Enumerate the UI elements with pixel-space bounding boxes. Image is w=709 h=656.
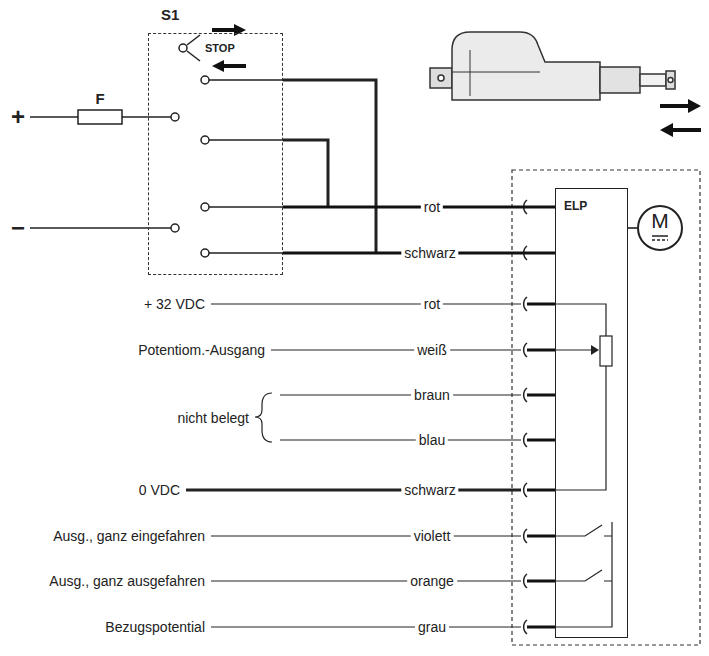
switch-wire: [283, 80, 376, 253]
signal-wire: [186, 489, 521, 492]
terminal-stub: [527, 304, 555, 627]
direction-arrow: [234, 24, 246, 36]
switch-symbol: [187, 35, 200, 45]
actuator-illustration: [640, 74, 666, 86]
terminal-symbol: [524, 343, 527, 357]
switch-symbol: [201, 249, 209, 257]
motor-outline: [638, 206, 682, 250]
potentiometer-symbol: [555, 304, 606, 490]
wire: [283, 206, 555, 209]
signal-wire: [211, 580, 521, 581]
wire-color: rot: [421, 296, 443, 312]
wire-color: weiß: [414, 342, 450, 358]
signal-wire: [271, 349, 521, 350]
terminal-symbol: [524, 200, 527, 634]
actuator-illustration: [430, 32, 675, 100]
switch-symbol: [171, 35, 209, 257]
fuse-label: F: [95, 90, 104, 107]
switch-box: S1: [148, 33, 283, 275]
motor-symbol: M: [637, 210, 683, 231]
signal-wire: [280, 394, 521, 395]
signal-name: Ausg., ganz ausgefahren: [49, 573, 205, 589]
housing-outline: [512, 170, 700, 645]
switch-wire: [209, 80, 376, 253]
supply-sign: +: [11, 103, 25, 131]
supply-wire: [30, 116, 78, 118]
motion-arrow: [688, 99, 701, 113]
terminal-stub: [527, 304, 555, 627]
terminal-symbol: [524, 483, 527, 497]
actuator-illustration: [666, 71, 675, 89]
direction-arrow: [222, 64, 246, 68]
limit-switch-symbol: [555, 522, 612, 627]
dc-mark: [652, 235, 668, 237]
fuse-symbol: [78, 110, 122, 124]
direction-arrow: [212, 60, 224, 72]
supply-wire: [122, 116, 171, 118]
potentiometer-symbol: [591, 345, 599, 355]
switch-position: STOP: [205, 42, 235, 55]
signal-wire: [211, 303, 521, 304]
signal-wire: [280, 439, 521, 440]
supply-sign: −: [11, 214, 25, 242]
terminal-symbol: [524, 529, 527, 543]
terminal-symbol: [524, 433, 527, 447]
wire-color: orange: [407, 573, 457, 589]
limit-switch-symbol: [555, 570, 612, 581]
supply-wire: [30, 227, 171, 229]
switch-symbol: [201, 203, 209, 211]
actuator-illustration: [668, 78, 673, 83]
signal-name: Potentiom.-Ausgang: [138, 342, 265, 358]
terminal-symbol: [524, 388, 527, 402]
limit-switch-symbol: [555, 522, 612, 627]
switch-symbol: [171, 113, 179, 121]
motion-arrow: [660, 123, 673, 137]
direction-arrow: [212, 28, 236, 32]
switch-symbol: [171, 224, 179, 232]
actuator-illustration: [430, 68, 452, 88]
actuator-illustration: [452, 50, 540, 96]
dc-mark: [652, 239, 668, 241]
potentiometer-symbol: [600, 336, 612, 366]
switch-wire: [209, 80, 283, 253]
supply-wire: [30, 117, 171, 228]
signal-name: Bezugspotential: [105, 619, 205, 635]
wire-color: blau: [416, 432, 448, 448]
signal-wire: [211, 535, 521, 536]
wire-color: rot: [421, 199, 443, 215]
motion-arrow: [672, 128, 701, 132]
signal-name: Ausg., ganz eingefahren: [53, 528, 205, 544]
brace: [255, 393, 272, 442]
motion-arrow: [660, 99, 701, 137]
wire-color: violett: [411, 528, 454, 544]
actuator-illustration: [452, 32, 600, 100]
terminal-symbol: [524, 620, 527, 634]
switch-symbol: [201, 136, 209, 144]
terminal-symbol: [524, 574, 527, 588]
wire-color: braun: [411, 387, 453, 403]
motor-circle: M: [637, 205, 683, 251]
switch-symbol: [187, 51, 200, 61]
switch-symbol: [201, 76, 209, 84]
wire-color: schwarz: [401, 482, 458, 498]
actuator-illustration: [438, 75, 444, 81]
motion-arrow: [660, 104, 690, 108]
switch-name: S1: [161, 6, 179, 23]
actuator-illustration: [600, 67, 640, 93]
wire: [628, 227, 637, 229]
limit-switch-symbol: [555, 525, 612, 536]
wire-color: grau: [415, 619, 449, 635]
wire-color: schwarz: [401, 245, 458, 261]
terminal-symbol: [524, 297, 527, 311]
electronics-box: ELP: [555, 188, 628, 638]
signal-wire: [211, 626, 521, 627]
block-name: ELP: [564, 199, 587, 213]
potentiometer-symbol: [555, 304, 612, 490]
switch-symbol: [179, 44, 187, 52]
signal-name: + 32 VDC: [144, 296, 205, 312]
signal-name: nicht belegt: [177, 410, 249, 426]
signal-name: 0 VDC: [139, 482, 180, 498]
